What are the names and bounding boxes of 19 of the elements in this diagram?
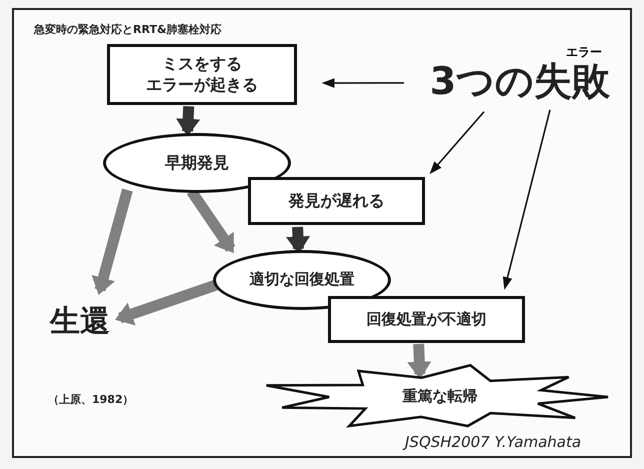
slide-title: 急変時の緊急対応とRRT&肺塞栓対応 — [34, 22, 222, 37]
node-label: 早期発見 — [165, 152, 229, 174]
process-box — [328, 296, 525, 343]
process-box — [107, 44, 297, 105]
process-box — [248, 177, 425, 225]
node-label: 発見が遅れる — [288, 190, 384, 212]
citation-text: （上原、1982） — [48, 392, 134, 407]
node-label: 重篤な転帰 — [402, 387, 478, 407]
arrow — [430, 111, 485, 174]
arrow — [322, 78, 404, 88]
node-label: 適切な回復処置 — [250, 270, 354, 290]
node-label: 回復処置が不適切 — [366, 310, 486, 330]
node-label: ミスをするエラーが起きる — [146, 54, 258, 96]
credit-text: JSQSH2007 Y.Yamahata — [405, 433, 582, 451]
ruby-annotation: エラー — [566, 44, 602, 61]
heading-text: 生還 — [50, 302, 110, 340]
block-arrow — [92, 188, 133, 295]
arrow — [502, 110, 551, 290]
heading-text: 3つの失敗 — [430, 58, 610, 106]
